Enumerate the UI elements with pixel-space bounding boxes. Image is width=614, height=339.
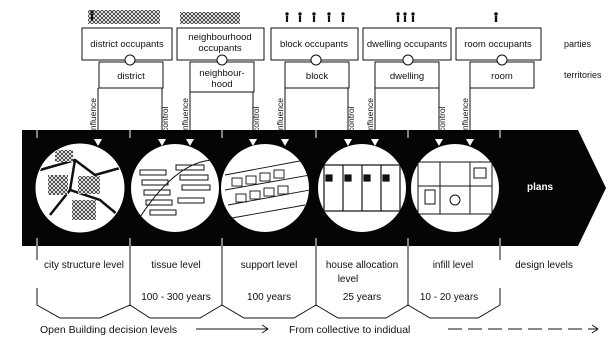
occupants-label-4: dwelling occupants xyxy=(367,39,448,50)
occupants-label-3: block occupants xyxy=(280,39,348,50)
parties-label: parties xyxy=(564,39,592,49)
territory-label-4: dwelling xyxy=(390,71,424,82)
connector-circle-1 xyxy=(124,54,136,66)
influence-label-5: influence xyxy=(460,98,470,132)
level-name-4a: house allocation xyxy=(326,260,398,271)
plans-label: plans xyxy=(527,182,554,193)
infill-floor-plan xyxy=(411,144,499,232)
city-plan-map xyxy=(35,143,125,233)
level-name-1: city structure level xyxy=(44,260,124,271)
occupants-label-1: district occupants xyxy=(90,39,164,50)
influence-label-1: influence xyxy=(88,98,98,132)
territory-label-3: block xyxy=(306,71,328,82)
territory-label-1: district xyxy=(117,71,145,82)
level-name-6: design levels xyxy=(515,260,573,271)
territory-label-2a: neighbour- xyxy=(199,68,244,79)
influence-label-2: influence xyxy=(180,98,190,132)
level-years-4: 25 years xyxy=(343,292,381,303)
level-years-2: 100 - 300 years xyxy=(141,292,211,303)
level-name-4b: level xyxy=(338,274,359,285)
support-plan-map xyxy=(221,144,309,232)
district-crowd-icon xyxy=(88,10,160,24)
control-label-4: control xyxy=(437,106,447,132)
level-name-2: tissue level xyxy=(151,260,200,271)
footer-arrow-1 xyxy=(196,324,269,334)
control-label-2: control xyxy=(251,106,261,132)
territory-label-5: room xyxy=(491,71,513,82)
house-allocation-plan xyxy=(318,144,406,232)
influence-label-3: influence xyxy=(275,98,285,132)
footer-right-label: From collective to indidual xyxy=(289,324,410,336)
people-icons xyxy=(88,10,498,24)
arrow-markers xyxy=(94,139,474,146)
level-years-5: 10 - 20 years xyxy=(420,292,478,303)
neighbourhood-crowd-icon xyxy=(180,12,240,24)
control-label-3: control xyxy=(346,106,356,132)
territories-label: territories xyxy=(564,70,602,80)
territory-label-2b: hood xyxy=(211,79,232,90)
tissue-plan-map xyxy=(131,144,219,232)
level-brackets xyxy=(36,288,501,319)
dwelling-people-icon xyxy=(396,12,415,22)
level-years-3: 100 years xyxy=(247,292,291,303)
footer-arrow-2 xyxy=(448,324,599,334)
influence-label-4: influence xyxy=(365,98,375,132)
connector-circle-2 xyxy=(216,54,228,66)
level-name-5: infill level xyxy=(433,260,474,271)
occupants-label-5: room occupants xyxy=(464,39,532,50)
connector-circle-5 xyxy=(496,54,508,66)
connector-circle-4 xyxy=(402,54,414,66)
occupants-label-2b: occupants xyxy=(198,43,242,54)
occupants-label-2a: neighbourhood xyxy=(188,32,251,43)
connector-circle-3 xyxy=(310,54,322,66)
level-name-3: support level xyxy=(241,260,298,271)
room-person-icon xyxy=(494,12,498,22)
control-label-1: control xyxy=(160,106,170,132)
footer-left-label: Open Building decision levels xyxy=(40,324,177,336)
block-people-icon xyxy=(285,12,345,22)
